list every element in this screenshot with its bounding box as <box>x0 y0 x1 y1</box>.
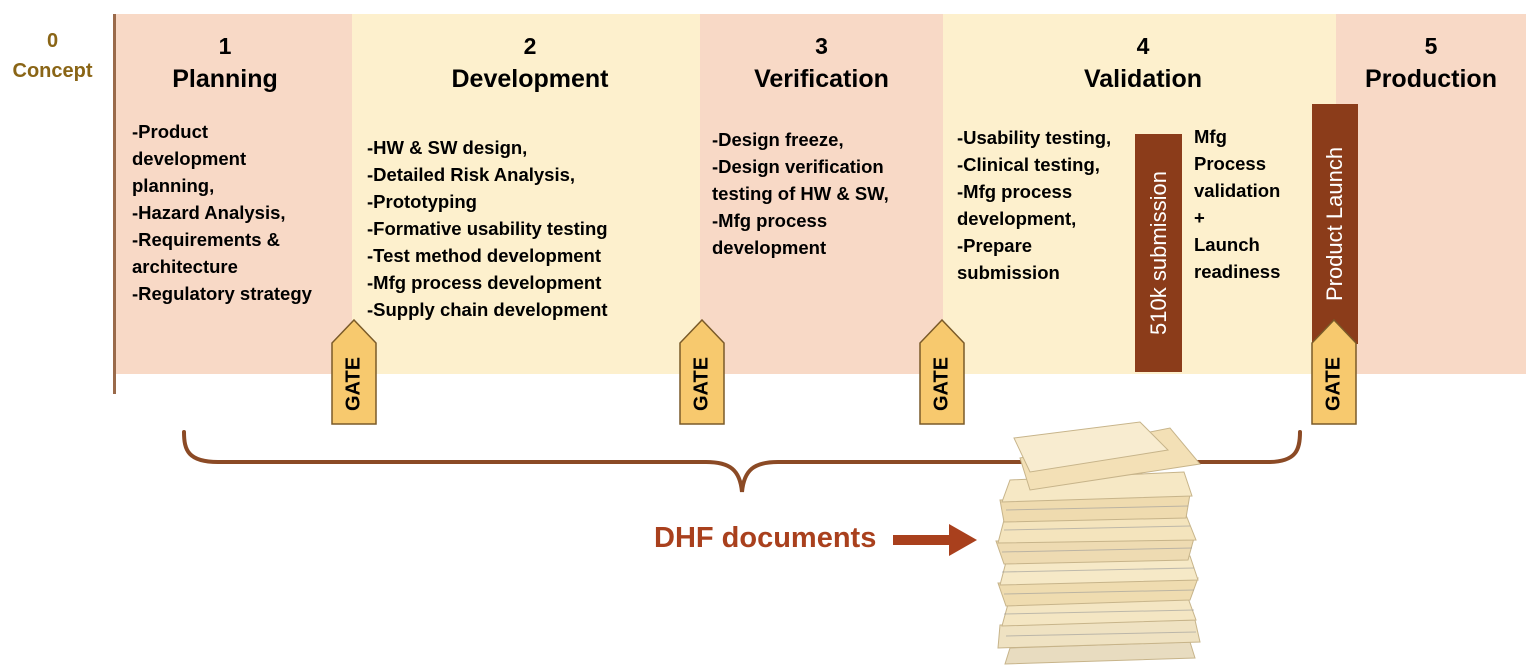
gate-marker: GATE <box>331 319 377 425</box>
product-launch-bar: Product Launch <box>1312 104 1358 344</box>
list-item: + <box>1194 207 1205 228</box>
phase-name: Production <box>1365 65 1497 93</box>
list-item: testing of HW & SW, <box>712 183 889 204</box>
gate-label: GATE <box>930 356 953 412</box>
planning-items: -Product development planning, -Hazard A… <box>132 118 312 307</box>
right-arrow-icon <box>893 524 977 556</box>
phase-planning-header: 1 Planning <box>116 32 334 98</box>
list-item: -Prepare <box>957 235 1033 256</box>
list-item: submission <box>957 262 1060 283</box>
phase-number: 1 <box>218 33 232 59</box>
submission-bar-label: 510k submission <box>1145 171 1171 335</box>
list-item: -Mfg process <box>957 181 1073 202</box>
list-item: -Requirements & <box>132 229 281 250</box>
gate-marker: GATE <box>1311 319 1357 425</box>
gate-label: GATE <box>690 356 713 412</box>
concept-number: 0 <box>46 30 59 52</box>
list-item: -Design freeze, <box>712 129 844 150</box>
list-item: -Prototyping <box>367 191 477 212</box>
list-item: -HW & SW design, <box>367 137 528 158</box>
gate-arrow-shape <box>331 319 377 425</box>
product-launch-label: Product Launch <box>1322 146 1347 302</box>
development-items: -HW & SW design, -Detailed Risk Analysis… <box>367 134 608 323</box>
list-item: -Mfg process development <box>367 272 602 293</box>
list-item: Mfg <box>1194 126 1227 147</box>
phase-verification-header: 3 Verification <box>700 32 943 98</box>
gate-label: GATE <box>342 356 365 412</box>
timeline-left-rule <box>113 14 116 394</box>
gate-arrow-shape <box>1311 319 1357 425</box>
list-item: validation <box>1194 180 1281 201</box>
verification-band <box>700 14 943 374</box>
validation-side-items: Mfg Process validation + Launch readines… <box>1194 123 1280 285</box>
phase-number: 2 <box>523 33 537 59</box>
list-item: -Mfg process <box>712 210 828 231</box>
list-item: development <box>712 237 827 258</box>
list-item: planning, <box>132 175 215 196</box>
list-item: -Product <box>132 121 209 142</box>
list-item: development <box>132 148 247 169</box>
production-band <box>1336 14 1526 374</box>
gate-arrow-shape <box>919 319 965 425</box>
list-item: -Clinical testing, <box>957 154 1100 175</box>
list-item: Launch <box>1194 234 1260 255</box>
list-item: -Hazard Analysis, <box>132 202 286 223</box>
dhf-documents-label: DHF documents <box>654 522 877 554</box>
list-item: -Supply chain development <box>367 299 608 320</box>
verification-items: -Design freeze, -Design verification tes… <box>712 126 889 261</box>
development-band <box>352 14 700 374</box>
phase-name: Verification <box>754 65 889 93</box>
list-item: -Regulatory strategy <box>132 283 312 304</box>
list-item: architecture <box>132 256 238 277</box>
list-item: Process <box>1194 153 1266 174</box>
gate-marker: GATE <box>679 319 725 425</box>
phase-name: Validation <box>1083 65 1203 93</box>
list-item: development, <box>957 208 1077 229</box>
phase-number: 5 <box>1424 33 1438 59</box>
phase-name: Planning <box>172 65 278 93</box>
paper-stack-icon <box>995 421 1201 665</box>
list-item: -Usability testing, <box>957 127 1112 148</box>
concept-label: Concept <box>12 60 93 82</box>
phase-number: 3 <box>815 33 828 59</box>
planning-band <box>116 14 352 374</box>
list-item: -Detailed Risk Analysis, <box>367 164 576 185</box>
concept-phase: 0 Concept <box>0 26 105 86</box>
gate-arrow-shape <box>679 319 725 425</box>
list-item: readiness <box>1194 261 1281 282</box>
phase-number: 4 <box>1136 33 1150 59</box>
phase-development-header: 2 Development <box>352 32 708 98</box>
submission-bar: 510k submission <box>1135 134 1182 372</box>
list-item: -Test method development <box>367 245 602 266</box>
phase-name: Development <box>451 65 609 93</box>
gate-label: GATE <box>1322 356 1345 412</box>
list-item: -Design verification <box>712 156 884 177</box>
dhf-curly-brace <box>182 430 1302 493</box>
gate-marker: GATE <box>919 319 965 425</box>
phase-validation-header: 4 Validation <box>943 32 1343 98</box>
validation-items: -Usability testing, -Clinical testing, -… <box>957 124 1111 286</box>
phase-production-header: 5 Production <box>1336 32 1526 98</box>
list-item: -Formative usability testing <box>367 218 608 239</box>
